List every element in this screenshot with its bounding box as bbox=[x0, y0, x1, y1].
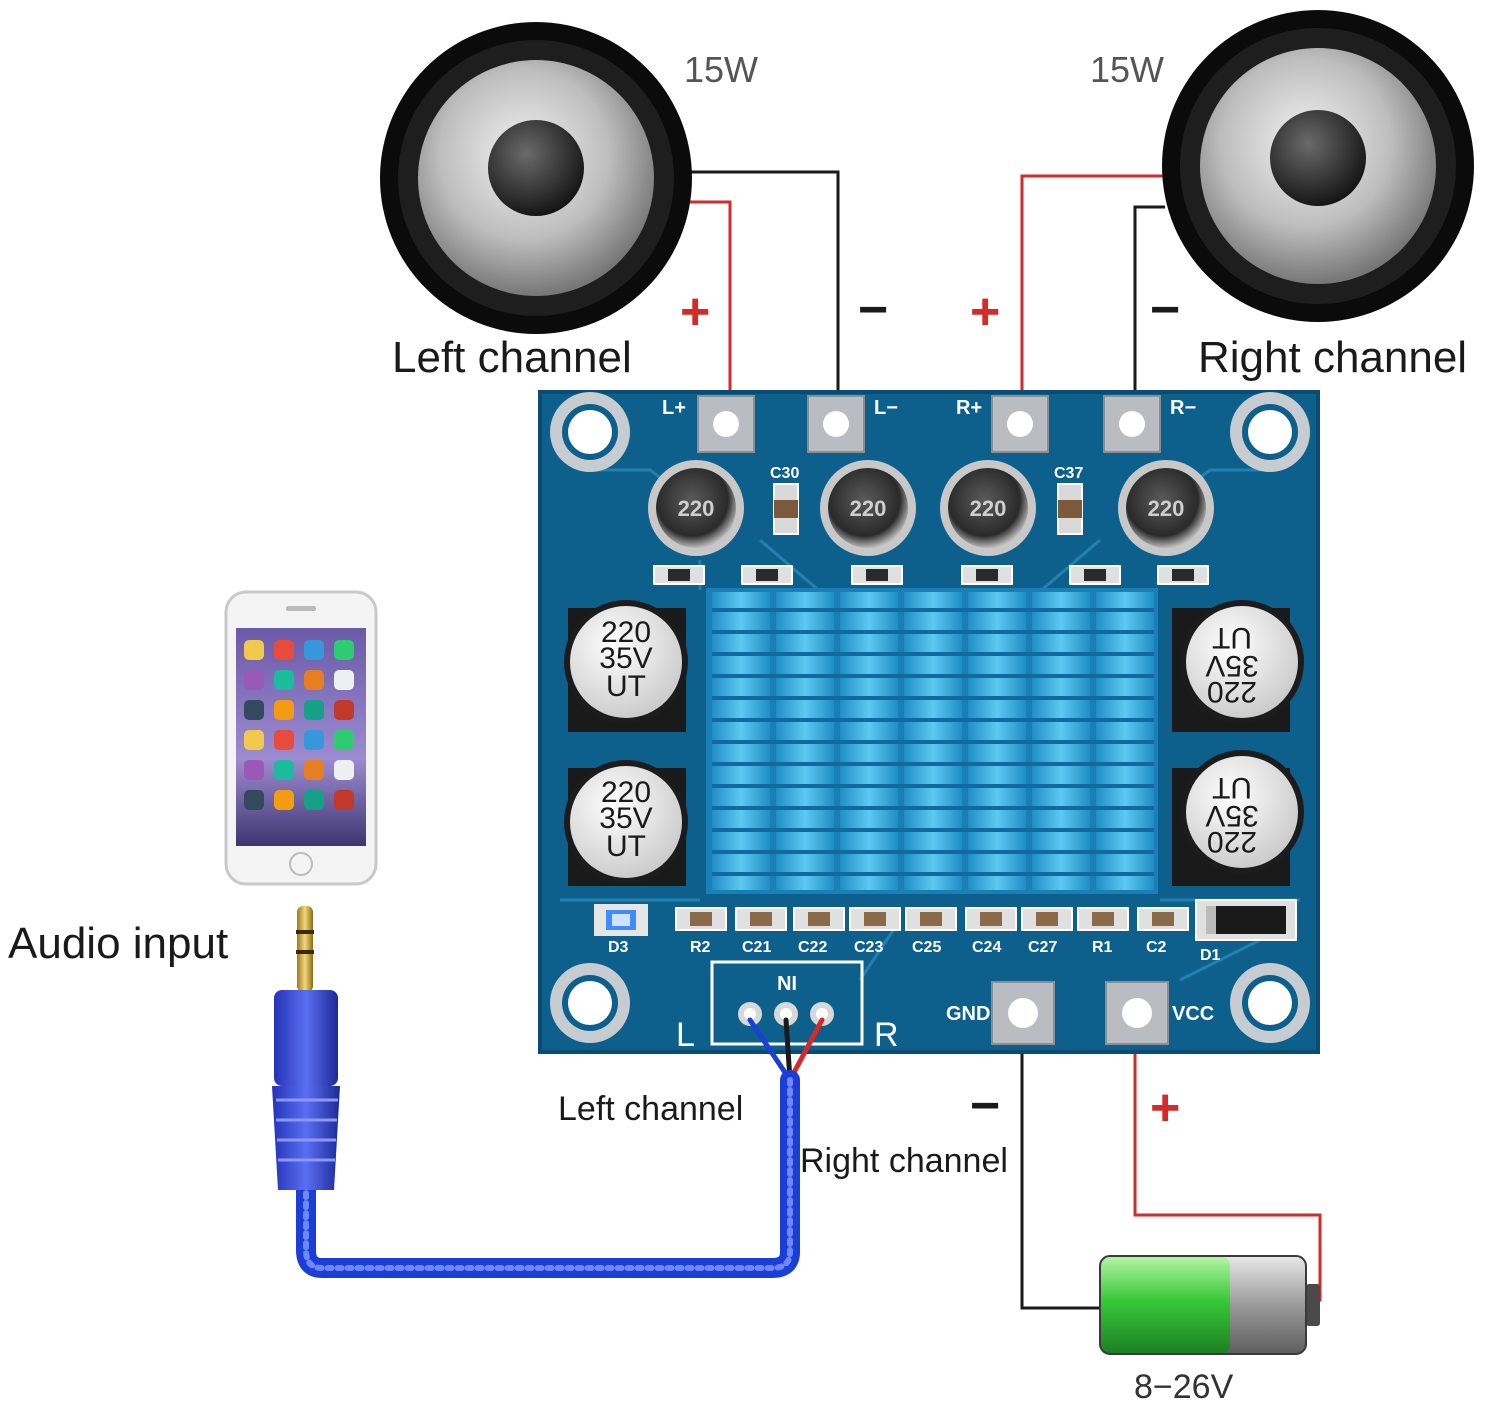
label-c30: C30 bbox=[770, 465, 799, 482]
cap3-line1: 220 bbox=[1207, 675, 1257, 708]
terminal-label-l-minus: L− bbox=[874, 397, 898, 419]
inductor-mark-4: 220 bbox=[1148, 496, 1185, 521]
app-icon bbox=[274, 700, 294, 720]
cap1-line2: 35V bbox=[599, 642, 652, 675]
label-c37: C37 bbox=[1054, 465, 1083, 482]
app-icon bbox=[244, 700, 264, 720]
silkscreen-label: R2 bbox=[690, 939, 711, 956]
app-icon bbox=[334, 670, 354, 690]
output-terminals bbox=[697, 395, 1161, 453]
cap1-line1: 220 bbox=[601, 616, 651, 649]
app-icon bbox=[244, 670, 264, 690]
terminal-label-gnd: GND bbox=[946, 1003, 990, 1025]
terminal-label-vcc: VCC bbox=[1172, 1003, 1214, 1025]
battery-icon bbox=[1099, 1255, 1320, 1355]
app-icon bbox=[274, 730, 294, 750]
left-speaker-icon bbox=[380, 22, 692, 334]
silkscreen-label: R1 bbox=[1092, 939, 1113, 956]
right-minus-sign: − bbox=[1150, 281, 1181, 339]
right-speaker-power: 15W bbox=[1090, 49, 1165, 90]
audio-cable bbox=[296, 1017, 825, 1278]
silkscreen-label: C23 bbox=[854, 939, 883, 956]
power-plus-sign: + bbox=[1150, 1079, 1181, 1137]
left-speaker-power: 15W bbox=[684, 49, 759, 90]
silkscreen-label: D1 bbox=[1200, 947, 1221, 964]
app-icon bbox=[304, 730, 324, 750]
cap3-line2: 35V bbox=[1205, 649, 1258, 682]
right-plus-sign: + bbox=[970, 283, 1001, 341]
app-icon bbox=[334, 730, 354, 750]
app-icon bbox=[304, 790, 324, 810]
phone-icon bbox=[224, 590, 378, 886]
cap3-line3: UT bbox=[1212, 621, 1252, 654]
app-icon bbox=[274, 760, 294, 780]
cap2-line1: 220 bbox=[601, 776, 651, 809]
cap2-line3: UT bbox=[606, 830, 646, 863]
left-speaker-label: Left channel bbox=[392, 333, 632, 382]
inductor-mark-1: 220 bbox=[678, 496, 715, 521]
app-icon bbox=[334, 700, 354, 720]
cap2-line2: 35V bbox=[599, 802, 652, 835]
app-icon bbox=[304, 670, 324, 690]
silkscreen-label: C25 bbox=[912, 939, 941, 956]
left-plus-sign: + bbox=[680, 283, 711, 341]
app-icon bbox=[274, 790, 294, 810]
silkscreen-label: C2 bbox=[1146, 939, 1167, 956]
diode-d1 bbox=[1195, 899, 1297, 941]
app-icon bbox=[304, 760, 324, 780]
app-icon bbox=[244, 790, 264, 810]
cap1-line3: UT bbox=[606, 670, 646, 703]
app-icon bbox=[334, 790, 354, 810]
right-speaker-icon bbox=[1162, 10, 1474, 322]
inductor-mark-2: 220 bbox=[850, 496, 887, 521]
mounting-holes bbox=[550, 392, 1310, 1043]
amplifier-board: L+ L− R+ R− C30 C37 220 220 220 220 bbox=[538, 390, 1320, 1054]
app-icon bbox=[244, 640, 264, 660]
silkscreen-label: C22 bbox=[798, 939, 827, 956]
terminal-label-r-minus: R− bbox=[1170, 397, 1196, 419]
app-icon bbox=[334, 640, 354, 660]
heatsink bbox=[706, 588, 1158, 894]
left-minus-sign: − bbox=[858, 281, 889, 339]
cap4-line3: UT bbox=[1212, 771, 1252, 804]
input-header-mark: IN bbox=[777, 971, 797, 993]
inductor-mark-3: 220 bbox=[970, 496, 1007, 521]
terminal-label-l-plus: L+ bbox=[662, 397, 686, 419]
input-header-l: L bbox=[676, 1016, 695, 1054]
silkscreen-label: D3 bbox=[608, 939, 629, 956]
led-d3 bbox=[594, 904, 648, 936]
silkscreen-label: C27 bbox=[1028, 939, 1057, 956]
app-icon bbox=[274, 670, 294, 690]
app-icon bbox=[304, 700, 324, 720]
silkscreen-label: C21 bbox=[742, 939, 771, 956]
right-speaker-label: Right channel bbox=[1198, 333, 1468, 382]
smd-caps-top: C30 C37 bbox=[770, 465, 1083, 535]
power-minus-sign: − bbox=[970, 1077, 1001, 1135]
inductors bbox=[648, 460, 1214, 556]
input-header-r: R bbox=[874, 1016, 899, 1054]
silkscreen-label: C24 bbox=[972, 939, 1001, 956]
audio-right-channel-label: Right channel bbox=[800, 1142, 1008, 1180]
battery-voltage-label: 8−26V bbox=[1134, 1368, 1234, 1406]
cap4-line1: 220 bbox=[1207, 825, 1257, 858]
app-icon bbox=[334, 760, 354, 780]
audio-left-channel-label: Left channel bbox=[558, 1090, 744, 1128]
speaker-wires bbox=[688, 170, 1165, 392]
terminal-label-r-plus: R+ bbox=[956, 397, 982, 419]
audio-jack-icon bbox=[272, 906, 340, 1190]
app-icon bbox=[244, 760, 264, 780]
app-icon bbox=[244, 730, 264, 750]
power-terminals: GND VCC bbox=[946, 981, 1214, 1045]
cap4-line2: 35V bbox=[1205, 799, 1258, 832]
app-icon bbox=[304, 640, 324, 660]
app-icon bbox=[274, 640, 294, 660]
electrolytic-capacitors bbox=[564, 600, 1304, 886]
audio-input-label: Audio input bbox=[8, 919, 229, 968]
